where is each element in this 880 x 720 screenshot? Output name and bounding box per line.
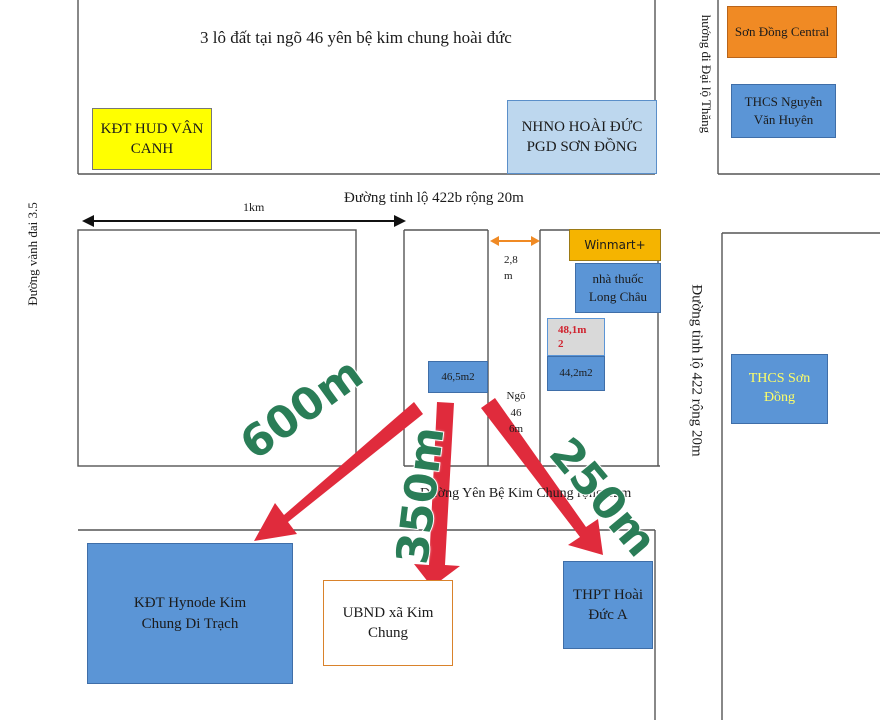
scale-label: 1km [243,200,265,214]
arrow-to-thpt [481,398,603,555]
alley-width-arrow [490,236,540,246]
kdt-hynode-kim-chung: KĐT Hynode Kim Chung Di Trạch [87,543,293,684]
lot-44-2m2: 44,2m2 [547,356,605,391]
lot-46-5m2: 46,5m2 [428,361,488,393]
road-label-dai-lo-thang: hướng đi Đại lộ Thăng [699,14,714,134]
alley-label: Ngõ 46 6m [506,390,526,435]
thpt-hoai-duc-a: THPT Hoài Đức A [563,561,653,649]
distance-arrows [254,398,603,587]
road-label-yen-be: Đường Yên Bệ Kim Chung rộng 12m [420,486,632,501]
winmart: Winmart+ [569,229,661,261]
lot-48-1m2: 48,1m 2 [547,318,605,356]
arrow-to-ubnd [414,402,460,587]
road-label-vanh-dai: Đường vành đai 3.5 [25,202,40,306]
alley-width-label: 2,8 m [504,254,518,282]
road-label-tinh-lo-422: Đường tỉnh lộ 422 rộng 20m [688,284,705,457]
nha-thuoc-long-chau: nhà thuốc Long Châu [575,263,661,313]
scale-arrow [82,215,406,227]
thcs-son-dong: THCS Sơn Đồng [731,354,828,424]
kdt-hud-van-canh: KĐT HUD VÂN CANH [92,108,212,170]
thcs-nguyen-van-huyen: THCS Nguyễn Văn Huyên [731,84,836,138]
ubnd-xa-kim-chung: UBND xã Kim Chung [323,580,453,666]
nhno-hoai-duc: NHNO HOÀI ĐỨC PGD SƠN ĐỒNG [507,100,657,174]
road-label-tinh-lo-422b: Đường tỉnh lộ 422b rộng 20m [344,190,524,206]
arrow-to-hynode [254,402,423,541]
son-dong-central: Sơn Đồng Central [727,6,837,58]
map-title: 3 lô đất tại ngõ 46 yên bệ kim chung hoà… [200,28,512,47]
